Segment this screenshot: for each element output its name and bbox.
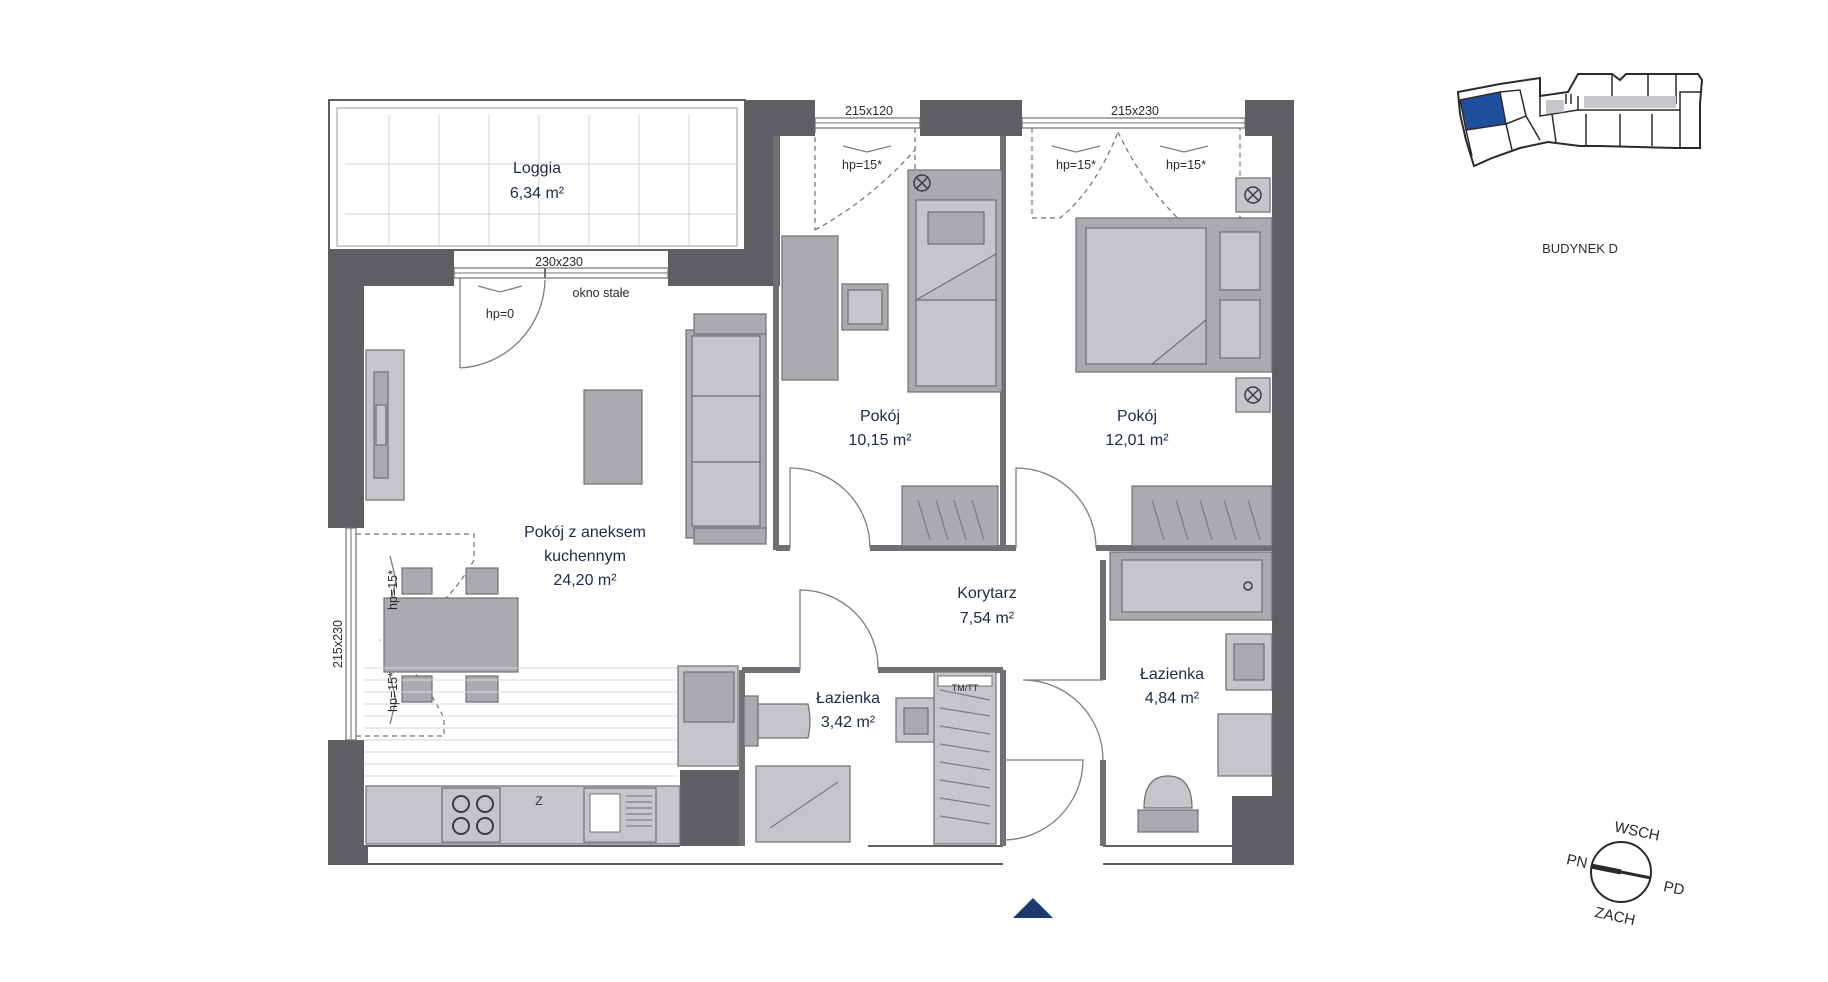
loggia-name: Loggia [513,160,561,177]
window-room2 [1021,117,1246,243]
bath-large-name: Łazienka [1140,666,1204,683]
room1-furniture [781,169,1003,547]
room-labels: Loggia 6,34 m² Pokój z aneksem kuchennym… [510,160,1204,731]
entrance-arrow-icon [1013,898,1053,918]
window-labels: 215x120 215x230 230x230 okno stałe 215x2… [331,104,1206,808]
sill-loggia-door: hp=0 [486,307,514,321]
sill-room2-left: hp=15* [1056,158,1096,172]
bathroom-large-fixtures [1109,551,1273,833]
room1-name: Pokój [860,408,900,425]
fridge-label: Z [535,794,542,808]
bath-large-area: 4,84 m² [1145,690,1200,707]
sill-living-lower: hp=15* [386,672,400,712]
window-room1 [814,117,921,231]
interior-doors [789,467,1104,846]
living-furniture [364,313,767,845]
corridor-area: 7,54 m² [960,610,1015,627]
window-loggia-size: 230x230 [535,255,583,269]
compass-east: WSCH [1613,819,1661,845]
meter-label: TM/TT [952,683,979,693]
living-name-line1: Pokój z aneksem [524,524,646,541]
bathroom-small-fixtures [743,671,997,845]
bath-small-name: Łazienka [816,690,880,707]
window-room2-size: 215x230 [1111,104,1159,118]
bath-small-area: 3,42 m² [821,714,876,731]
window-loggia-door [453,267,669,369]
room2-name: Pokój [1117,408,1157,425]
sill-room1: hp=15* [842,158,882,172]
compass-north: PN [1565,851,1589,872]
loggia-area: 6,34 m² [510,185,565,202]
corridor-name: Korytarz [957,585,1017,602]
building-label: BUDYNEK D [1542,241,1618,256]
compass-icon [1590,841,1652,903]
walls [328,100,1294,865]
building-key-plan [1456,73,1704,168]
living-area: 24,20 m² [553,572,617,589]
window-room1-size: 215x120 [845,104,893,118]
room2-furniture [1075,177,1273,547]
sill-room2-right: hp=15* [1166,158,1206,172]
room1-area: 10,15 m² [848,432,912,449]
compass-west: ZACH [1593,904,1636,929]
fixed-window-label: okno stałe [573,286,630,300]
compass-south: PD [1662,878,1686,899]
living-name-line2: kuchennym [544,548,626,565]
sill-living-upper: hp=15* [386,570,400,610]
loggia [328,99,746,251]
window-living-size: 215x230 [331,620,345,668]
room2-area: 12,01 m² [1105,432,1169,449]
